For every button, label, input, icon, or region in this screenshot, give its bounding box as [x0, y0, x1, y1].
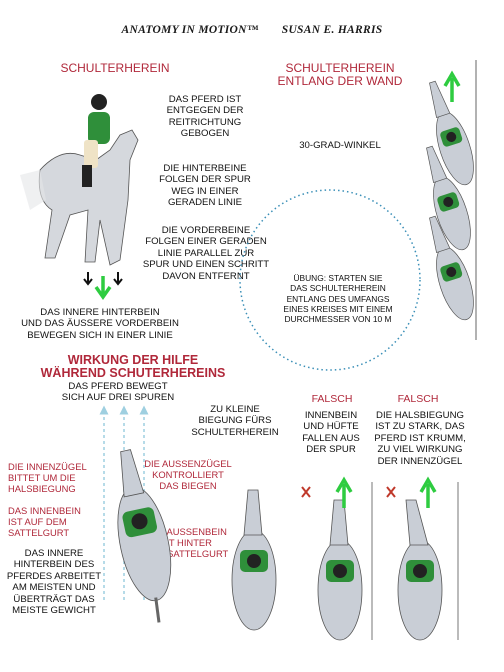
text-line: FOLGEN DER SPUR	[159, 174, 251, 186]
green-up-arrow-2	[419, 476, 437, 508]
author-name: SUSAN E. HARRIS	[281, 24, 383, 36]
text-line: DIE HINTERBEINE	[163, 163, 247, 174]
text-line: HINTERBEIN DES	[13, 559, 95, 571]
green-up-arrow-wall	[443, 70, 461, 102]
text-line: DER INNENZÜGEL	[377, 455, 463, 467]
horse-too-little-bend	[231, 489, 277, 631]
text-line: IST HINTER	[160, 537, 212, 548]
shoulder-in-title: SCHULTERHEREIN	[60, 61, 170, 75]
text-line: SATTELGURT	[8, 527, 70, 538]
horse-wall-sequence	[426, 80, 474, 321]
text-line: DIE INNENZÜGEL	[8, 461, 87, 472]
wall-title-line2: ENTLANG DER WAND	[277, 74, 403, 88]
text-line: ÜBERTRÄGT DAS	[13, 593, 95, 605]
text-line: SCHULTERHEREIN	[191, 426, 279, 438]
text-line: DAS PFERD BEWEGT	[68, 381, 168, 392]
text-line: FALLEN AUS	[302, 432, 360, 444]
text-line: DAS INNERE	[24, 548, 84, 559]
text-line: ENTGEGEN DER	[166, 105, 244, 117]
aids-title: WIRKUNG DER HILFE WÄHREND SCHUTERHEREINS	[18, 354, 248, 380]
text-line: AM MEISTEN UND	[12, 582, 96, 594]
horse-inner-leg-falls	[317, 499, 363, 641]
horse-neck-too-strong	[397, 499, 443, 641]
text-line: DAS INNERE HINTERBEIN	[40, 307, 160, 318]
text-line: DIE HALSBIEGUNG	[376, 410, 464, 421]
text-line: ENTLANG DES UMFANGS	[286, 293, 390, 304]
wrong-mark-1	[301, 486, 311, 498]
text-line: DAS INNENBEIN	[8, 505, 81, 516]
text-line: INNENBEIN	[304, 410, 358, 421]
aids-title-line2: WÄHREND SCHUTERHEREINS	[40, 366, 226, 380]
text-line: DER SPUR	[306, 444, 356, 456]
text-line: DAS AUSSENBEIN	[145, 526, 227, 537]
text-line: HALSBIEGUNG	[8, 483, 76, 494]
text-line: IST AUF DEM	[8, 516, 67, 527]
black-down-arrows	[83, 272, 123, 286]
text-line: SICH AUF DREI SPUREN	[61, 392, 175, 404]
text-line: REITRICHTUNG	[168, 116, 242, 128]
horse-front-view	[20, 94, 139, 266]
text-line: UND DAS ÄUSSERE VORDERBEIN	[21, 318, 179, 330]
text-line: DEM SATTELGURT	[143, 548, 229, 559]
horse-aids-topview	[117, 449, 172, 623]
text-line: DIE VORDERBEINE	[161, 225, 251, 236]
text-line: DURCHMESSER VON 10 M	[284, 314, 392, 325]
text-line: DAS PFERD IST	[168, 94, 242, 105]
text-line: MEISTE GEWICHT	[12, 605, 96, 617]
text-line: PFERDES ARBEITET	[6, 570, 102, 582]
wrong-label-2: FALSCH	[397, 393, 439, 405]
wrong-mark-2	[386, 486, 396, 498]
text-line: WEG IN EINER	[171, 185, 239, 197]
text-line: EINES KREISES MIT EINEM	[283, 303, 393, 314]
text-line: LINIE PARALLEL ZUR	[157, 247, 255, 259]
text-line: ZU VIEL WIRKUNG	[377, 444, 463, 456]
circle-path	[239, 189, 421, 371]
rider-helmet	[91, 94, 107, 110]
text-line: ZU KLEINE	[210, 404, 260, 415]
green-down-arrow	[94, 276, 112, 301]
page-header: ANATOMY IN MOTION™ SUSAN E. HARRIS	[0, 24, 504, 36]
shoulder-in-wall-title: SCHULTERHEREIN ENTLANG DER WAND	[265, 62, 415, 88]
text-line: GEBOGEN	[180, 128, 230, 140]
text-line: SPUR UND EINEN SCHRITT	[142, 259, 270, 271]
text-line: BITTET UM DIE	[8, 472, 76, 483]
series-title: ANATOMY IN MOTION™	[121, 24, 259, 36]
text-line: DIE AUSSENZÜGEL	[144, 458, 232, 469]
text-line: BEWEGEN SICH IN EINER LINIE	[27, 329, 173, 341]
text-line: FOLGEN EINER GERADEN	[145, 236, 267, 248]
rider-jacket	[88, 112, 110, 144]
note-angle: 30-GRAD-WINKEL	[299, 140, 381, 151]
green-up-arrow-1	[335, 476, 353, 508]
wall-title-line1: SCHULTERHEREIN	[285, 61, 395, 75]
text-line: KONTROLLIERT	[152, 469, 224, 480]
text-line: UND HÜFTE	[303, 421, 359, 433]
text-line: DAS SCHULTERHEREIN	[290, 283, 386, 294]
text-line: DAVON ENTFERNT	[162, 270, 250, 282]
text-line: IST ZU STARK, DAS	[375, 421, 465, 433]
wrong-label-1: FALSCH	[311, 393, 353, 405]
text-line: BIEGUNG FÜRS	[198, 415, 272, 427]
aids-title-line1: WIRKUNG DER HILFE	[67, 353, 199, 367]
text-line: DAS BIEGEN	[159, 480, 217, 491]
text-line: PFERD IST KRUMM,	[374, 432, 466, 444]
text-line: ÜBUNG: STARTEN SIE	[293, 273, 383, 283]
text-line: GERADEN LINIE	[167, 197, 243, 209]
